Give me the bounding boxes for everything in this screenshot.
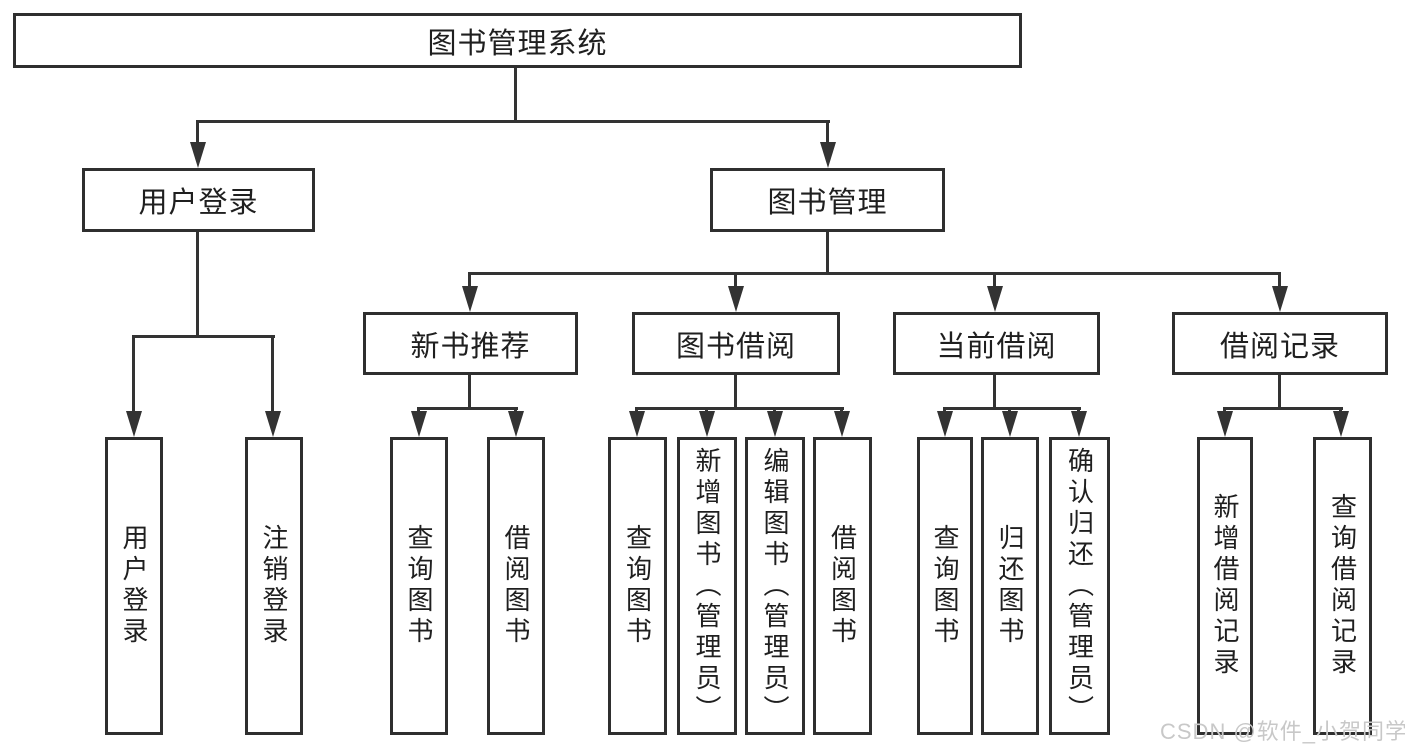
leaf-current-query-books: 查询图书 [917, 437, 973, 735]
leaf-logout: 注销登录 [245, 437, 303, 735]
connector-line [468, 272, 471, 288]
connector-line [734, 375, 737, 407]
connector-line [1278, 375, 1281, 407]
connector-line [132, 335, 275, 338]
arrowhead-down-icon [126, 411, 142, 437]
connector-line [826, 232, 829, 272]
arrowhead-down-icon [411, 411, 427, 437]
arrowhead-down-icon [508, 411, 524, 437]
connector-line [635, 407, 844, 410]
connector-line [196, 232, 199, 335]
leaf-borrowing-query-books: 查询图书 [608, 437, 667, 735]
arrowhead-down-icon [462, 286, 478, 312]
connector-line [943, 407, 1081, 410]
connector-line [826, 120, 829, 146]
leaf-borrowing-add-books-admin: 新增图书（管理员） [677, 437, 737, 735]
leaf-recommend-borrow-books: 借阅图书 [487, 437, 545, 735]
connector-line [196, 120, 830, 123]
connector-line [993, 272, 996, 288]
arrowhead-down-icon [767, 411, 783, 437]
connector-line [132, 335, 135, 413]
node-book-management: 图书管理 [710, 168, 945, 232]
leaf-recommend-query-books: 查询图书 [390, 437, 448, 735]
connector-line [271, 335, 274, 413]
connector-line [468, 272, 1281, 275]
arrowhead-down-icon [265, 411, 281, 437]
leaf-current-confirm-return-admin: 确认归还（管理员） [1049, 437, 1110, 735]
node-new-book-recommend: 新书推荐 [363, 312, 578, 375]
node-user-login: 用户登录 [82, 168, 315, 232]
arrowhead-down-icon [1002, 411, 1018, 437]
csdn-watermark: CSDN @软件_小贺同学 [1160, 719, 1405, 744]
connector-line [1223, 407, 1343, 410]
connector-line [1278, 272, 1281, 288]
leaf-user-login: 用户登录 [105, 437, 163, 735]
arrowhead-down-icon [728, 286, 744, 312]
arrowhead-down-icon [834, 411, 850, 437]
arrowhead-down-icon [1272, 286, 1288, 312]
arrowhead-down-icon [937, 411, 953, 437]
node-current-borrowing: 当前借阅 [893, 312, 1100, 375]
leaf-borrowing-edit-books-admin: 编辑图书（管理员） [745, 437, 805, 735]
leaf-records-query-record: 查询借阅记录 [1313, 437, 1372, 735]
leaf-current-return-books: 归还图书 [981, 437, 1039, 735]
leaf-borrowing-borrow-books: 借阅图书 [813, 437, 872, 735]
node-root: 图书管理系统 [13, 13, 1022, 68]
node-book-borrowing: 图书借阅 [632, 312, 840, 375]
node-borrowing-records: 借阅记录 [1172, 312, 1388, 375]
arrowhead-down-icon [190, 142, 206, 168]
arrowhead-down-icon [699, 411, 715, 437]
connector-line [514, 68, 517, 120]
arrowhead-down-icon [629, 411, 645, 437]
arrowhead-down-icon [820, 142, 836, 168]
connector-line [993, 375, 996, 407]
connector-line [734, 272, 737, 288]
leaf-records-add-record: 新增借阅记录 [1197, 437, 1253, 735]
arrowhead-down-icon [987, 286, 1003, 312]
arrowhead-down-icon [1217, 411, 1233, 437]
arrowhead-down-icon [1071, 411, 1087, 437]
arrowhead-down-icon [1333, 411, 1349, 437]
connector-line [468, 375, 471, 407]
connector-line [417, 407, 518, 410]
connector-line [196, 120, 199, 146]
